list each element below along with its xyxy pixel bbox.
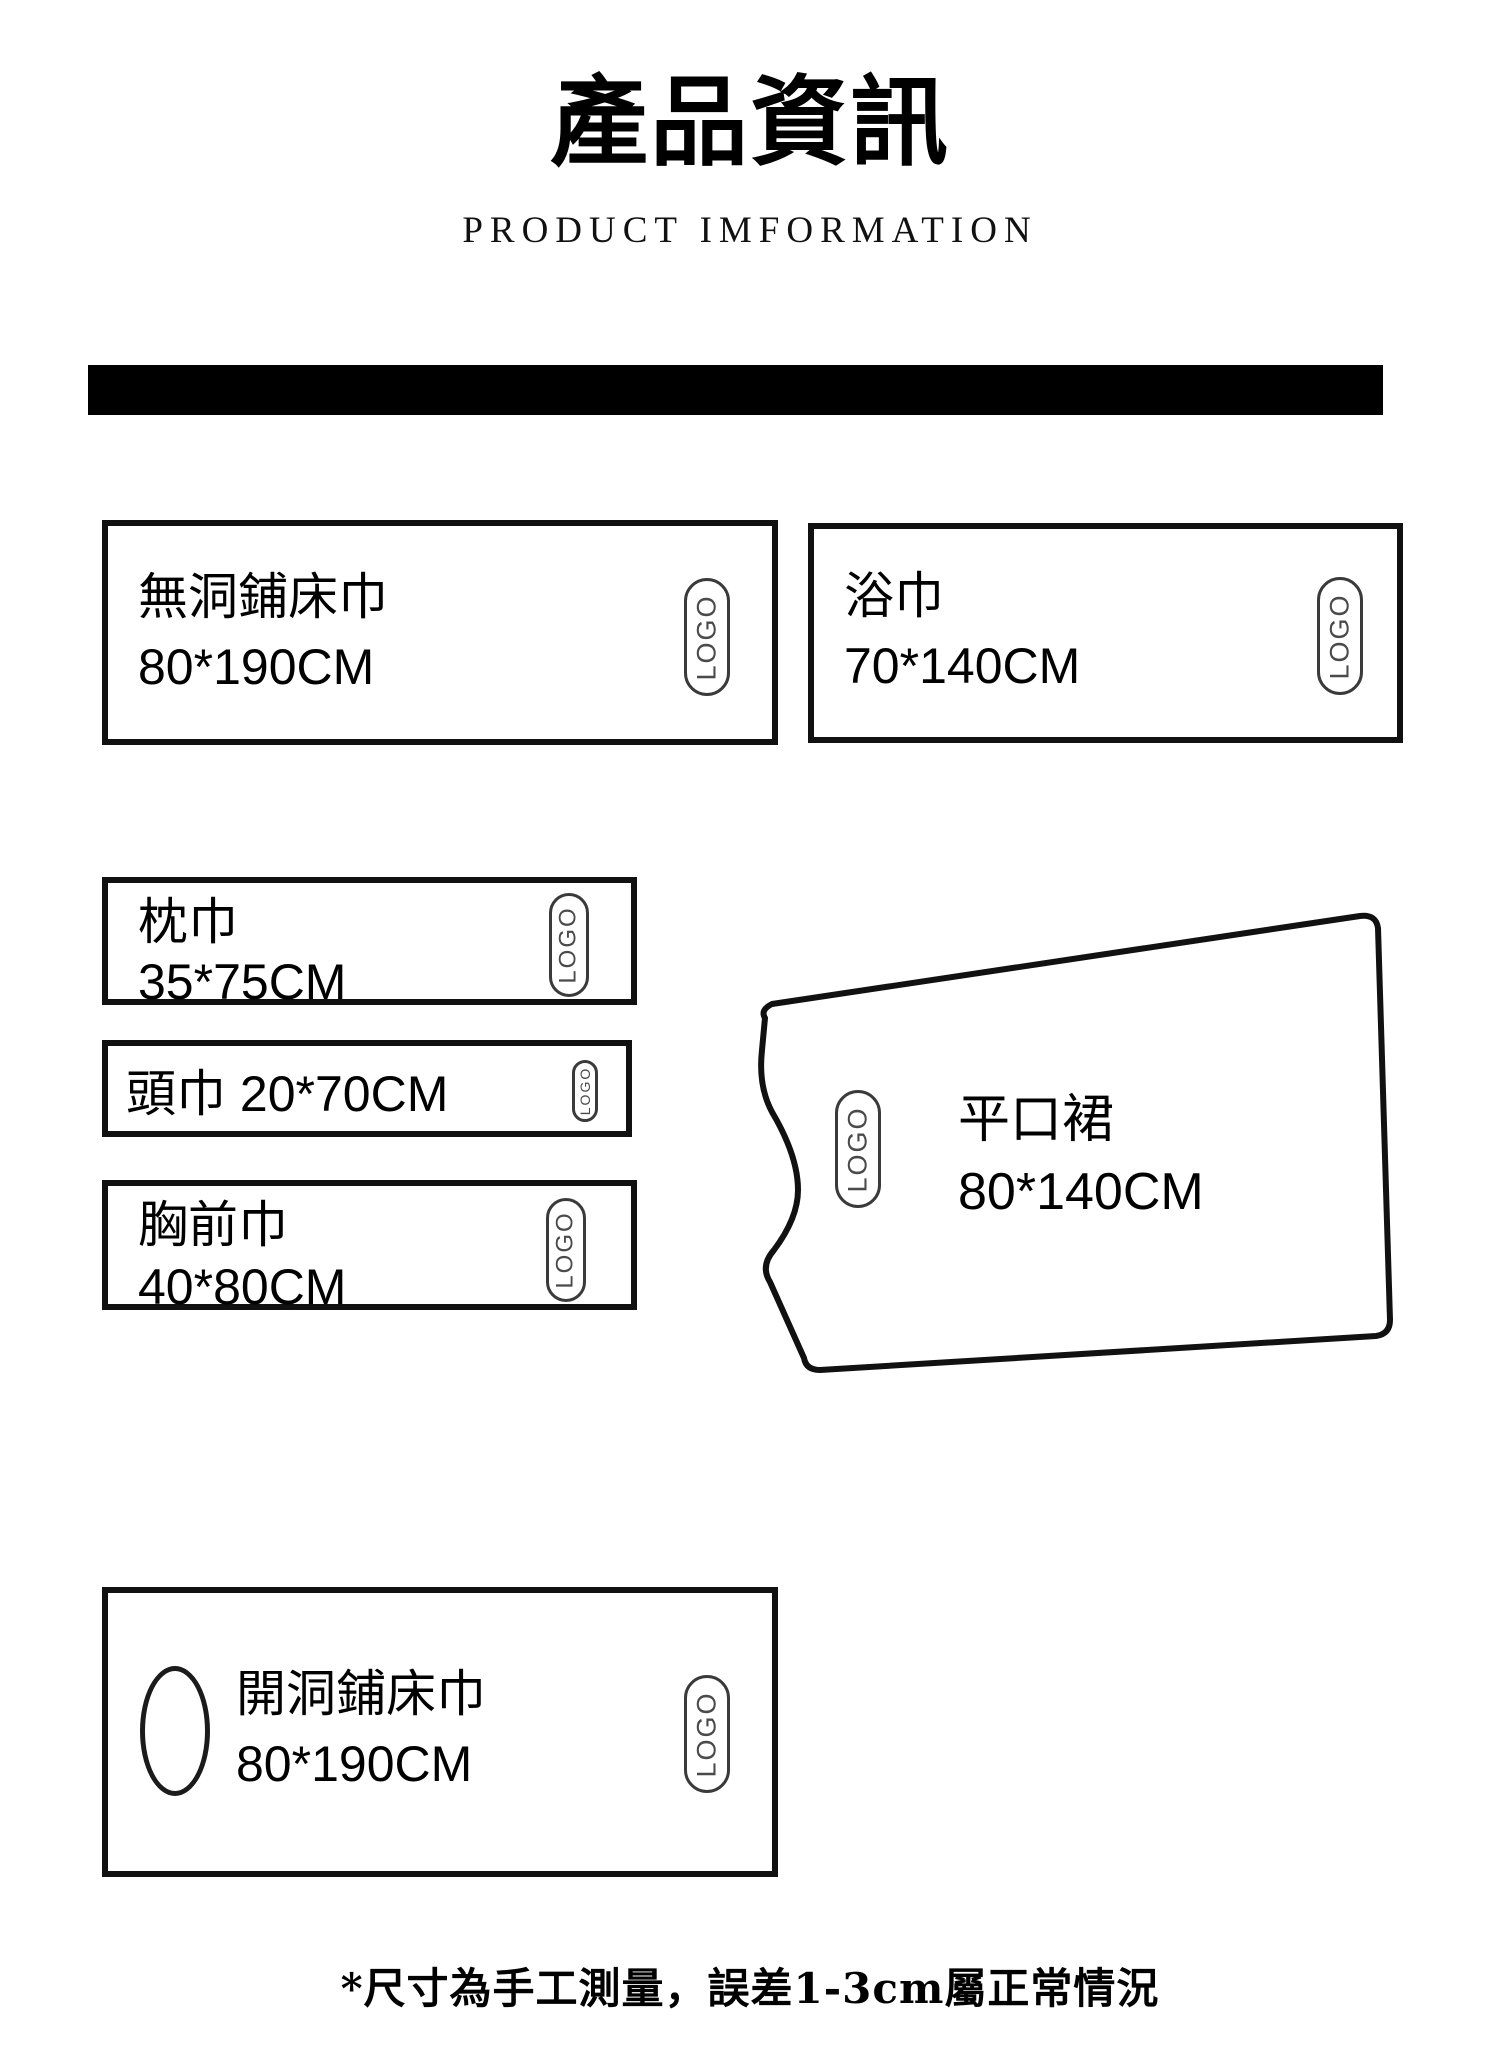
product-size-hole-bed-sheet: 80*190CM xyxy=(236,1736,473,1792)
logo-label: LOGO xyxy=(577,1066,593,1116)
measurement-disclaimer: *尺寸為手工測量，誤差1-3cm屬正常情況 xyxy=(340,1964,1160,2013)
product-card-chest-towel: 胸前巾 40*80CM LOGO xyxy=(102,1180,637,1315)
product-name-flat-bed-sheet: 無洞鋪床巾 xyxy=(138,569,388,625)
logo-badge-bath-towel: LOGO xyxy=(1317,577,1363,695)
logo-label: LOGO xyxy=(552,1211,580,1289)
logo-badge-hole-bed-sheet: LOGO xyxy=(684,1675,730,1793)
product-size-chest-towel: 40*80CM xyxy=(138,1259,347,1315)
product-card-hole-bed-sheet: 開洞鋪床巾 80*190CM LOGO xyxy=(102,1587,778,1877)
product-card-flat-bed-sheet: 無洞鋪床巾 80*190CM LOGO xyxy=(102,520,778,745)
logo-label: LOGO xyxy=(1324,592,1355,680)
product-name-hole-bed-sheet: 開洞鋪床巾 xyxy=(236,1666,486,1722)
product-size-pillow-towel: 35*75CM xyxy=(138,954,347,1010)
product-name-pillow-towel: 枕巾 xyxy=(138,894,238,950)
logo-label: LOGO xyxy=(691,1690,722,1778)
logo-badge-wrap-skirt: LOGO xyxy=(835,1090,881,1208)
product-shape-wrap-skirt: LOGO 平口裙 80*140CM xyxy=(700,900,1400,1380)
logo-badge-chest-towel: LOGO xyxy=(546,1198,586,1302)
product-name-bath-towel: 浴巾 xyxy=(844,568,944,624)
logo-label: LOGO xyxy=(555,906,583,984)
page-title: 產品資訊 xyxy=(549,65,950,180)
logo-badge-head-towel: LOGO xyxy=(572,1060,598,1122)
product-size-bath-towel: 70*140CM xyxy=(844,638,1081,694)
product-name-wrap-skirt: 平口裙 xyxy=(958,1091,1115,1149)
logo-badge-pillow-towel: LOGO xyxy=(549,893,589,997)
product-card-bath-towel: 浴巾 70*140CM LOGO xyxy=(808,523,1403,743)
logo-label: LOGO xyxy=(842,1105,873,1193)
product-size-wrap-skirt: 80*140CM xyxy=(958,1163,1204,1221)
logo-label: LOGO xyxy=(691,593,722,681)
bed-sheet-hole-oval xyxy=(140,1666,210,1796)
page-header: 產品資訊 PRODUCT IMFORMATION xyxy=(0,0,1500,252)
wrap-skirt-outline-svg xyxy=(758,912,1393,1373)
page-subtitle: PRODUCT IMFORMATION xyxy=(462,209,1038,251)
product-size-flat-bed-sheet: 80*190CM xyxy=(138,639,375,695)
product-card-head-towel: 頭巾 20*70CM LOGO xyxy=(102,1040,632,1137)
logo-badge-flat-bed-sheet: LOGO xyxy=(684,578,730,696)
product-name-chest-towel: 胸前巾 xyxy=(138,1197,288,1253)
product-name-head-towel: 頭巾 20*70CM xyxy=(126,1066,449,1122)
title-divider-bar xyxy=(88,365,1383,415)
product-card-pillow-towel: 枕巾 35*75CM LOGO xyxy=(102,877,637,1010)
